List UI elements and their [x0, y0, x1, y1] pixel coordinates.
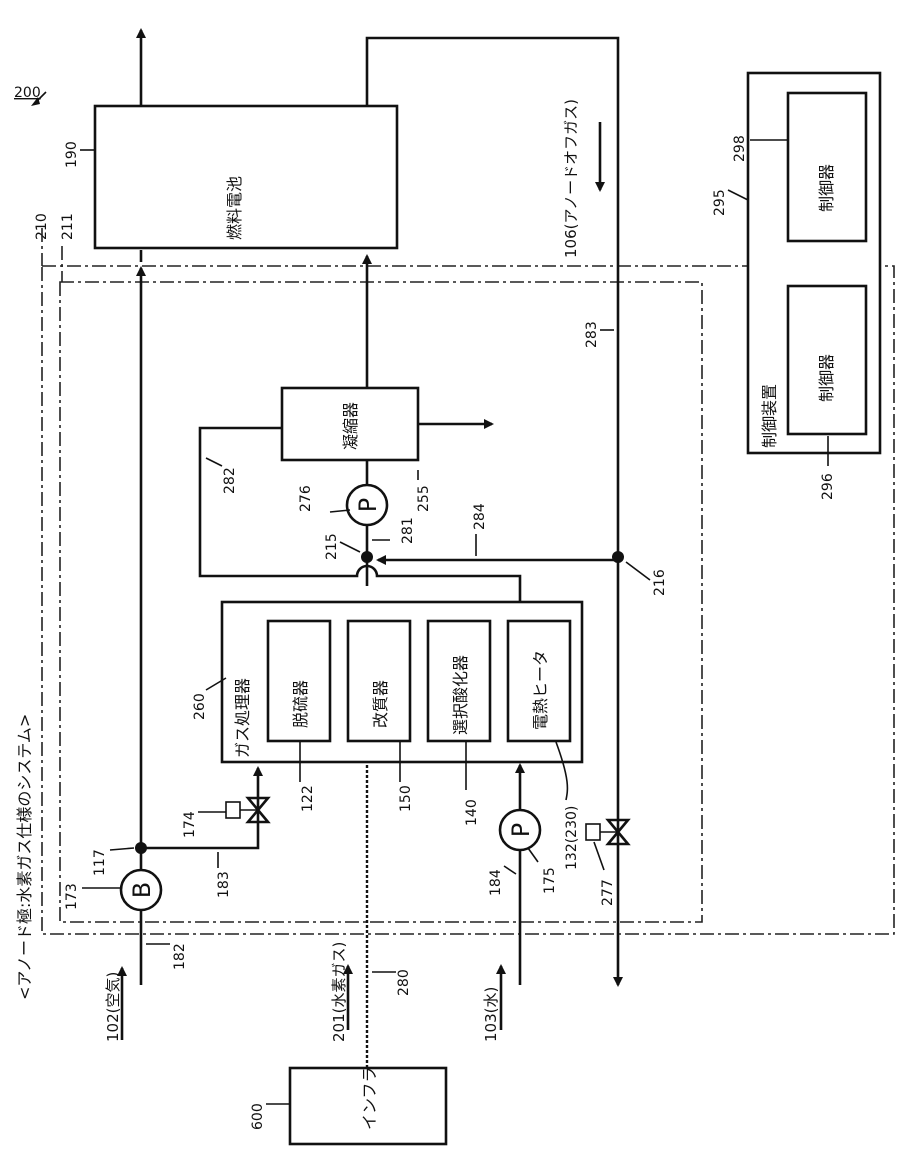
valve-174-actuator [226, 802, 240, 818]
anode-offgas-flow-label: 106(アノードオフガス) [562, 99, 580, 258]
fuel-cell-box [95, 106, 397, 248]
ref-211: 211 [60, 213, 76, 240]
ref-298: 298 [732, 135, 748, 162]
leader-117 [110, 848, 134, 850]
controller-298-label: 制御器 [817, 164, 836, 212]
ref-174: 174 [182, 811, 198, 838]
ref-281: 281 [400, 517, 416, 544]
ref-173: 173 [64, 883, 80, 910]
leader-216 [626, 562, 650, 580]
ref-600: 600 [250, 1103, 266, 1130]
ref-215: 215 [324, 533, 340, 560]
hydrogen-flow-label: 201(水素ガス) [330, 942, 348, 1042]
ref-277: 277 [600, 879, 616, 906]
ref-182: 182 [172, 943, 188, 970]
ref-183: 183 [216, 871, 232, 898]
desulfurizer-label: 脱硫器 [291, 680, 310, 728]
ref-132: 132(230) [564, 806, 580, 870]
ref-184: 184 [488, 869, 504, 896]
leader-277 [594, 842, 604, 870]
fuel-cell-label: 燃料電池 [225, 176, 244, 240]
control-device-label: 制御装置 [760, 384, 779, 448]
ref-255: 255 [416, 485, 432, 512]
anode-offgas-line [367, 38, 618, 985]
electric-heater-label: 電熱ヒータ [531, 650, 550, 730]
junction-215 [361, 551, 373, 563]
water-flow-label: 103(水) [482, 987, 500, 1042]
gas-processor-label: ガス処理器 [233, 678, 252, 758]
ref-276: 276 [298, 485, 314, 512]
ref-282: 282 [222, 467, 238, 494]
leader-215 [340, 542, 360, 552]
ref-296: 296 [820, 473, 836, 500]
controller-296-label: 制御器 [817, 354, 836, 402]
ref-117: 117 [92, 849, 108, 876]
air-flow-label: 102(空気) [104, 972, 122, 1042]
leader-282 [206, 458, 222, 466]
ref-140: 140 [464, 799, 480, 826]
valve-277-actuator [586, 824, 600, 840]
ref-122: 122 [300, 785, 316, 812]
figure-number: 200 [14, 85, 41, 101]
ref-216: 216 [652, 569, 668, 596]
ref-280: 280 [396, 969, 412, 996]
ref-190: 190 [64, 141, 80, 168]
reformer-label: 改質器 [371, 680, 390, 728]
leader-175 [528, 848, 538, 862]
infrastructure-label: インフラ [360, 1066, 379, 1130]
pump-276-symbol: P [354, 498, 382, 512]
ref-260: 260 [192, 693, 208, 720]
junction-216 [612, 551, 624, 563]
leader-295 [728, 190, 748, 200]
leader-184 [504, 866, 516, 874]
ref-175: 175 [542, 867, 558, 894]
ref-284: 284 [472, 503, 488, 530]
condenser-label: 凝縮器 [341, 402, 360, 450]
ref-295: 295 [712, 189, 728, 216]
ref-150: 150 [398, 785, 414, 812]
diagram-title: <アノード極:水素ガス仕様のシステム> [15, 714, 34, 1000]
ref-283: 283 [584, 321, 600, 348]
pump-175-symbol: P [507, 823, 535, 837]
blower-symbol: B [128, 882, 156, 898]
junction-117 [135, 842, 147, 854]
selective-oxidizer-label: 選択酸化器 [451, 655, 470, 735]
